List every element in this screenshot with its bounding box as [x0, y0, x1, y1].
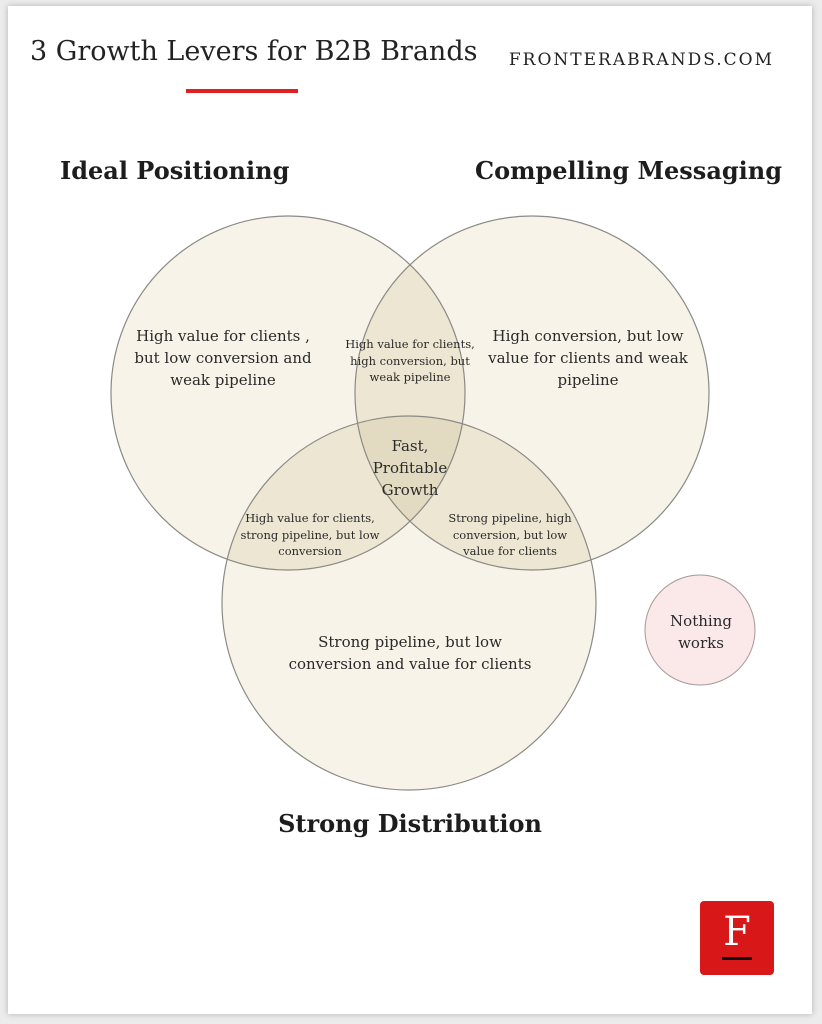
overlap-positioning-distribution — [222, 416, 465, 570]
region-messaging-only: High conversion, but low value for clien… — [488, 327, 688, 389]
venn-diagram — [110, 215, 756, 791]
title-underline — [186, 89, 298, 93]
site-url: FRONTERABRANDS.COM — [508, 50, 774, 70]
region-positioning-messaging: High value for clients, high conversion,… — [345, 337, 475, 385]
heading-strong-distribution: Strong Distribution — [278, 809, 542, 838]
circle-nothing-works — [644, 574, 756, 686]
logo-underline — [722, 957, 752, 960]
region-positioning-distribution: High value for clients, strong pipeline,… — [240, 511, 380, 559]
overlap-messaging-distribution — [355, 416, 596, 570]
region-distribution-only: Strong pipeline, but low conversion and … — [288, 633, 532, 673]
region-nothing-works: Nothing works — [670, 612, 732, 652]
page-title: 3 Growth Levers for B2B Brands — [30, 36, 478, 67]
heading-compelling-messaging: Compelling Messaging — [474, 156, 782, 185]
logo-letter: F — [723, 909, 751, 955]
region-messaging-distribution: Strong pipeline, high conversion, but lo… — [448, 511, 572, 559]
region-positioning-only: High value for clients , but low convers… — [134, 327, 312, 389]
infographic-card: 3 Growth Levers for B2B Brands FRONTERAB… — [8, 6, 812, 1014]
region-all-three: Fast, Profitable Growth — [372, 437, 448, 499]
heading-ideal-positioning: Ideal Positioning — [60, 156, 290, 185]
brand-logo: F — [700, 901, 774, 975]
